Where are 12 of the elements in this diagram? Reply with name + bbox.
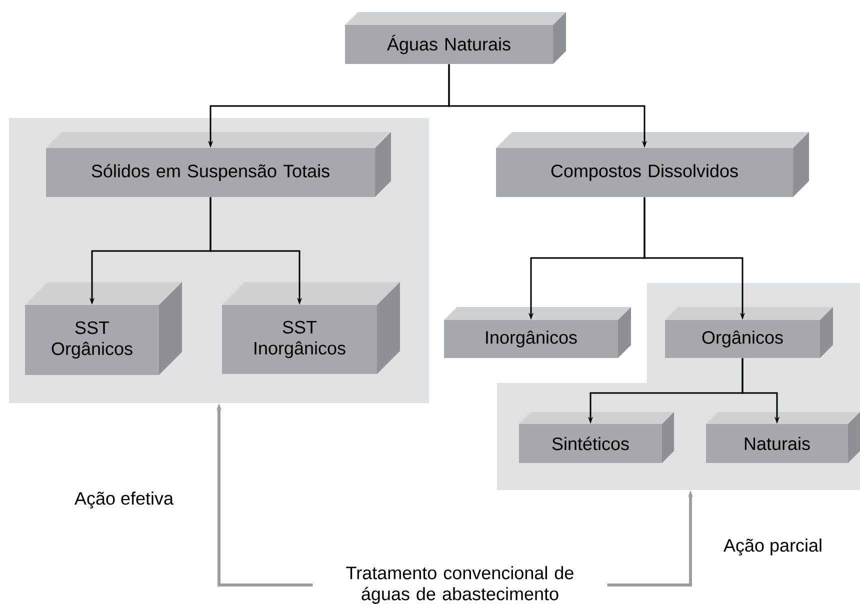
text-label: Tratamento convencional de águas de abastecimento	[346, 566, 574, 604]
process-box: Orgânicos	[665, 307, 833, 358]
process-box: Naturais	[706, 412, 860, 463]
process-box: SST Inorgânicos	[222, 282, 400, 374]
edge-label: Ação efetiva	[74, 492, 174, 508]
process-box: Sólidos em Suspensão Totais	[46, 132, 391, 197]
process-box: SST Orgânicos	[25, 282, 182, 375]
process-box: Águas Naturais	[345, 12, 566, 64]
process-box: Inorgânicos	[444, 307, 631, 358]
process-box: Compostos Dissolvidos	[496, 132, 809, 197]
process-box: Sintéticos	[519, 412, 674, 463]
edge-label: Ação parcial	[724, 538, 822, 556]
